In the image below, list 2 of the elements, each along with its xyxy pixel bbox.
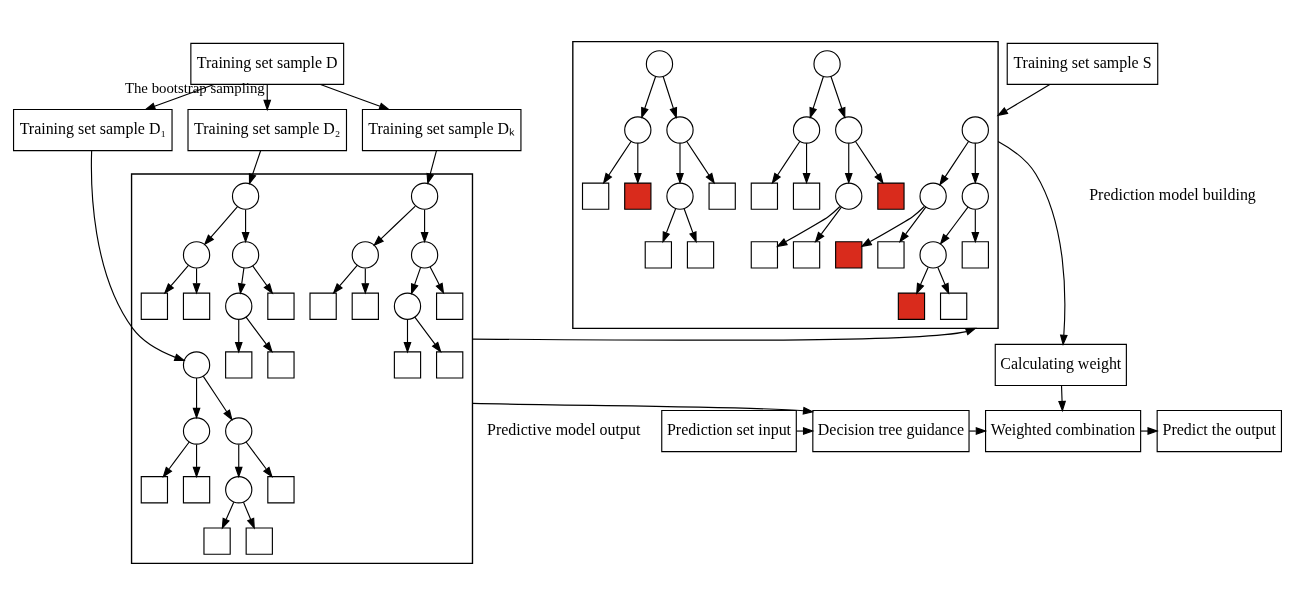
label: Prediction model building: [1089, 186, 1256, 204]
label: Predictive model output: [487, 421, 641, 439]
